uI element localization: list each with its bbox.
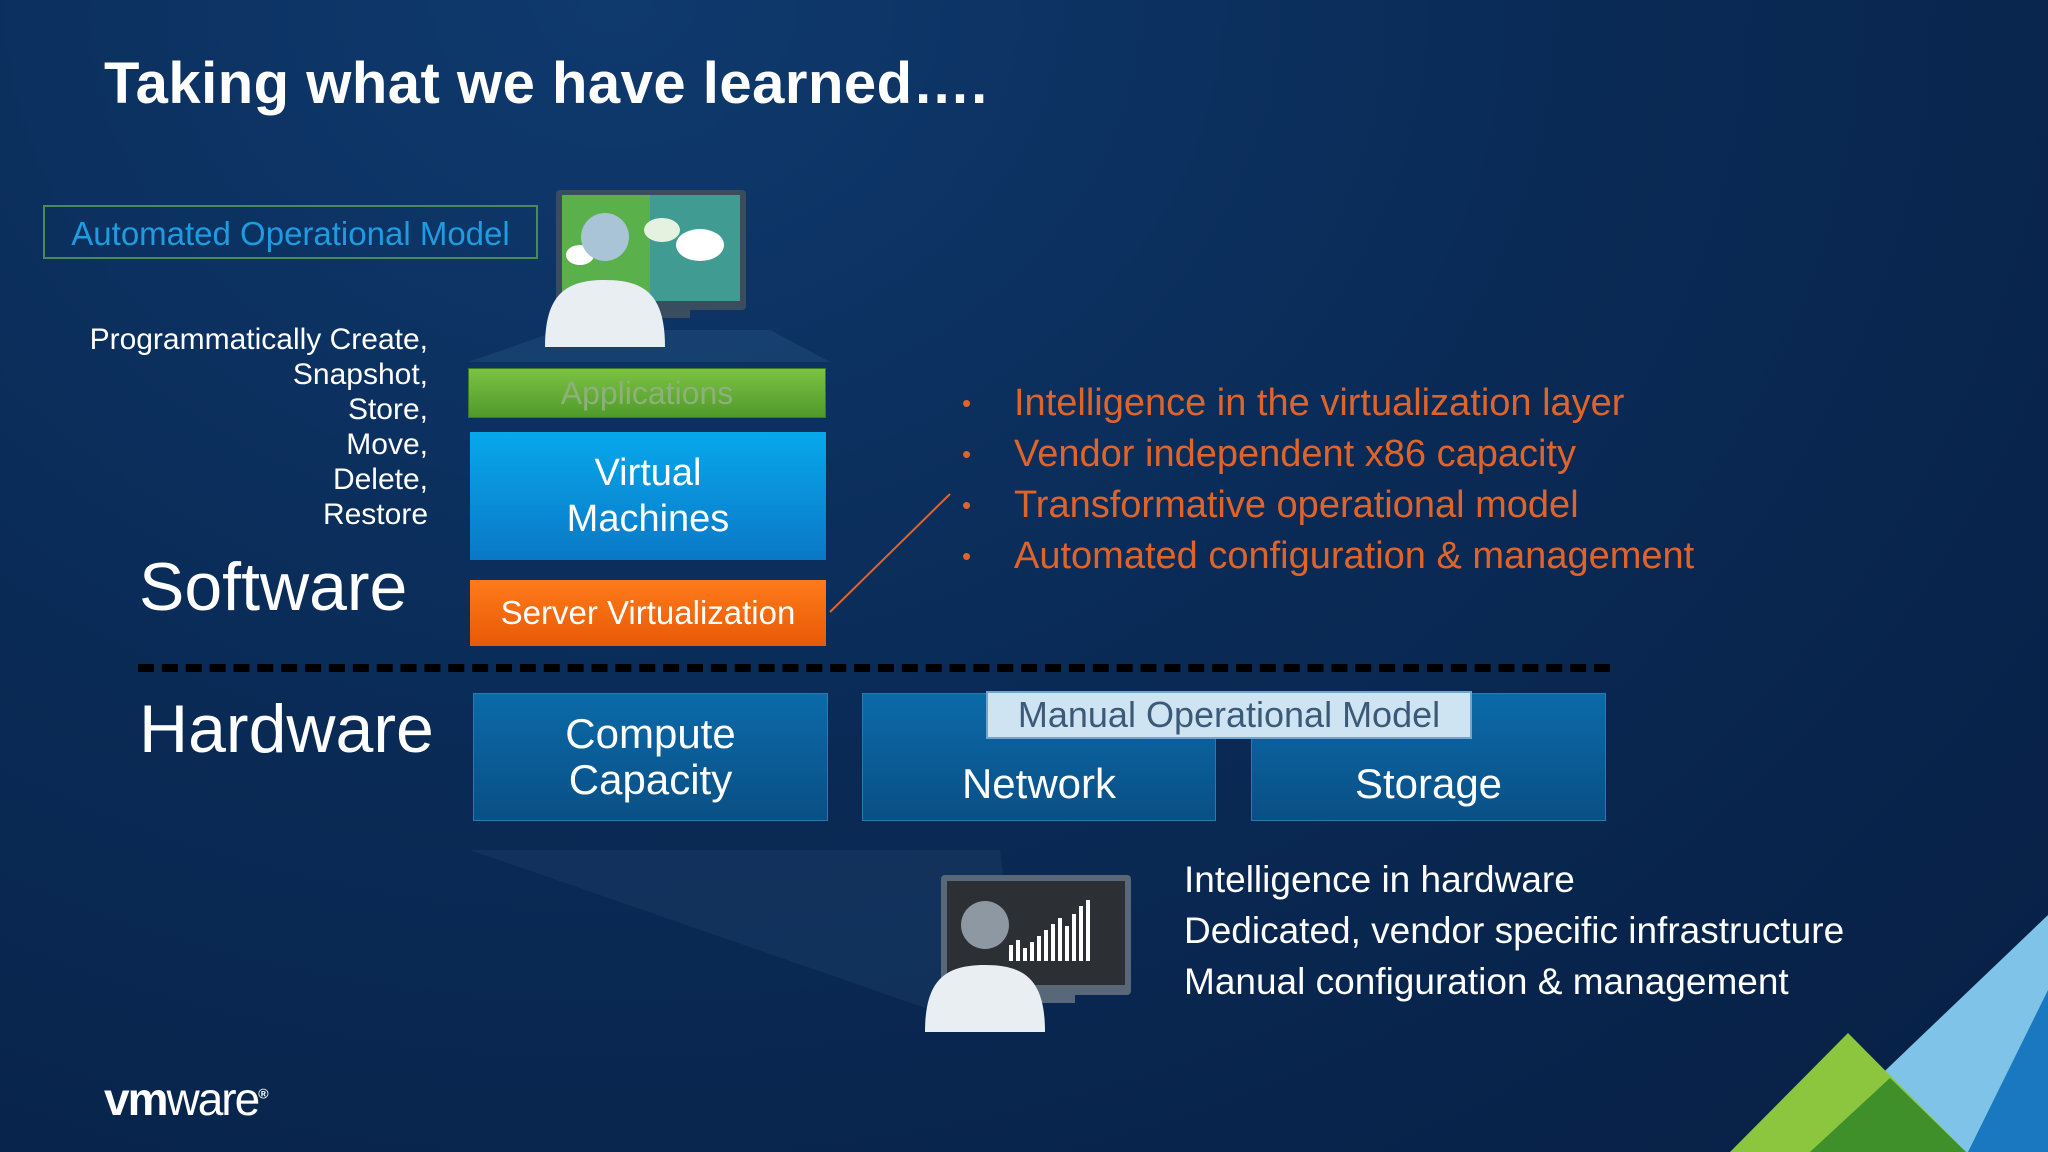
bottom-light-cone xyxy=(470,850,1020,1020)
logo-registered-mark: ® xyxy=(258,1085,269,1102)
connector-line xyxy=(829,493,951,613)
manual-operational-model-label: Manual Operational Model xyxy=(986,691,1472,739)
logo-bold: vm xyxy=(104,1073,169,1125)
virtual-machines-line2: Machines xyxy=(566,498,730,540)
bullet-dot-icon: • xyxy=(962,388,972,418)
hardware-traits-list: Intelligence in hardware Dedicated, vend… xyxy=(1184,854,1844,1007)
operation-item: Delete, xyxy=(332,463,428,496)
operation-item: Restore xyxy=(322,498,428,531)
operation-item: Move, xyxy=(346,428,428,461)
server-virtualization-block: Server Virtualization xyxy=(470,580,826,646)
hardware-trait: Manual configuration & management xyxy=(1184,961,1789,1002)
operation-item: Store, xyxy=(347,393,428,426)
hardware-trait: Intelligence in hardware xyxy=(1184,859,1575,900)
compute-line2: Capacity xyxy=(568,756,733,803)
applications-block: Applications xyxy=(468,368,826,418)
operations-list: Programmatically Create, Snapshot, Store… xyxy=(8,322,428,532)
corner-triangle-green-dark xyxy=(1810,1078,1966,1152)
compute-line1: Compute xyxy=(565,710,736,757)
bullet-dot-icon: • xyxy=(962,490,972,520)
admin-with-cloud-monitor-icon xyxy=(545,190,746,347)
virtualization-benefits-list: • Intelligence in the virtualization laye… xyxy=(962,378,1694,582)
hardware-layer-label: Hardware xyxy=(139,691,434,767)
software-hardware-divider xyxy=(138,664,1610,672)
software-layer-label: Software xyxy=(139,549,408,625)
virtual-machines-block: Virtual Machines xyxy=(470,432,826,560)
vmware-logo: vmware® xyxy=(104,1072,269,1126)
benefit-item: • Vendor independent x86 capacity xyxy=(962,429,1694,480)
logo-light: ware xyxy=(166,1073,260,1125)
page-title: Taking what we have learned…. xyxy=(104,51,988,116)
benefit-item: • Intelligence in the virtualization laye… xyxy=(962,378,1694,429)
compute-capacity-block: Compute Capacity xyxy=(473,693,828,821)
benefit-text: Transformative operational model xyxy=(1014,484,1579,526)
benefit-text: Vendor independent x86 capacity xyxy=(1014,433,1576,475)
operation-item: Snapshot, xyxy=(292,358,428,391)
benefit-item: • Transformative operational model xyxy=(962,480,1694,531)
hardware-trait: Dedicated, vendor specific infrastructur… xyxy=(1184,910,1845,951)
benefit-text: Automated configuration & management xyxy=(1014,535,1695,577)
benefit-text: Intelligence in the virtualization layer xyxy=(1014,382,1625,424)
virtual-machines-line1: Virtual xyxy=(594,452,702,494)
bullet-dot-icon: • xyxy=(962,541,972,571)
automated-operational-model-label: Automated Operational Model xyxy=(43,205,538,259)
bullet-dot-icon: • xyxy=(962,439,972,469)
admin-with-chart-monitor-icon xyxy=(925,875,1131,1032)
benefit-item: • Automated configuration & management xyxy=(962,531,1694,582)
corner-triangle-blue-dark xyxy=(1968,990,2048,1152)
operation-item: Programmatically Create, xyxy=(89,323,428,356)
